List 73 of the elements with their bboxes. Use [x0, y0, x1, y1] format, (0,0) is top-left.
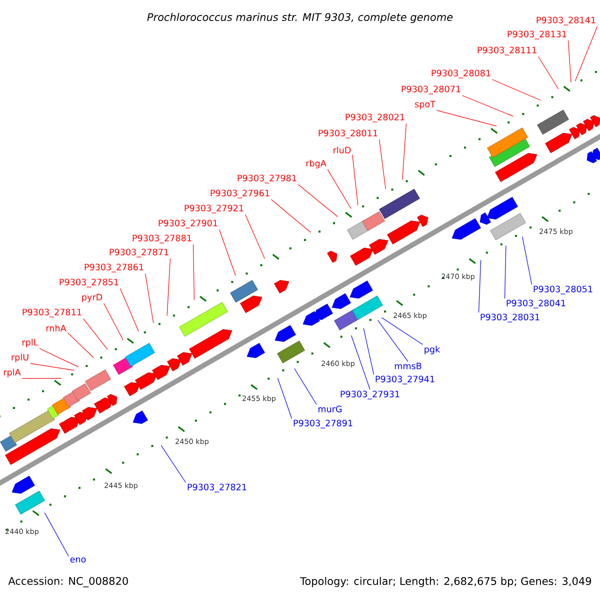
gene-label: P9303_27941: [376, 376, 434, 384]
gene-label: rplA: [4, 368, 21, 378]
gene-label: P9303_27811: [22, 308, 82, 318]
gene-label: P9303_27851: [60, 278, 118, 288]
gene-label: rbgA: [306, 160, 326, 168]
leader-line: [270, 199, 311, 233]
leader-line: [327, 169, 352, 210]
leader-line: [82, 318, 108, 350]
gene-label: P9303_27981: [238, 174, 296, 184]
leader-line: [436, 110, 497, 126]
leader-line: [568, 40, 572, 83]
gene-label: rplL: [22, 338, 38, 348]
leader-line: [277, 378, 292, 419]
gene-label: rnhA: [46, 324, 66, 332]
leader-line: [402, 123, 407, 180]
leader-line: [492, 79, 541, 101]
leader-line: [478, 260, 482, 313]
gene-label: P9303_28031: [480, 314, 540, 322]
gene-label: P9303_27891: [294, 420, 352, 428]
gene-label: P9303_28041: [506, 300, 566, 308]
gene-label: P9303_28051: [534, 286, 592, 294]
leader-line: [144, 273, 154, 324]
leader-line: [44, 512, 69, 557]
leader-line: [363, 328, 374, 375]
leader-line: [522, 236, 532, 285]
gene-label: murG: [318, 406, 342, 412]
leader-line: [538, 56, 559, 90]
leader-line: [192, 244, 195, 300]
gene-label: pgk: [424, 346, 440, 354]
gene-label: rplU: [12, 354, 28, 362]
leader-line: [104, 303, 124, 341]
leader-line: [120, 288, 139, 332]
leader-line: [30, 363, 74, 371]
leader-line: [294, 368, 317, 405]
gene-label: P9303_27901: [158, 220, 218, 228]
gene-label: pyrD: [82, 294, 102, 302]
leader-line: [504, 245, 506, 299]
gene-label: spoT: [415, 100, 436, 110]
leader-line: [244, 214, 266, 259]
leader-line: [218, 229, 236, 276]
leader-line: [22, 378, 62, 379]
genome-info-text: Topology: circular; Length: 2,682,675 bp; Genes: 3,049: [300, 576, 592, 588]
gene-label: P9303_28141: [536, 16, 596, 26]
leader-line: [378, 139, 386, 190]
leader-line: [67, 332, 94, 358]
title: Prochlorococcus marinus str. MIT 9303, complete genome: [147, 12, 453, 24]
gene-label: P9303_28131: [508, 30, 566, 40]
gene-label: P9303_27821: [188, 484, 246, 492]
leader-line: [462, 95, 514, 116]
gene-label: P9303_28011: [318, 130, 378, 138]
accession-text: Accession: NC_008820: [8, 576, 128, 588]
gene-label: P9303_28021: [346, 114, 404, 122]
leader-line: [574, 26, 598, 82]
leader-line: [352, 154, 358, 206]
leader-line: [298, 184, 338, 218]
gene-label: P9303_27881: [132, 234, 192, 244]
leader-line: [166, 258, 171, 316]
leader-line: [160, 445, 186, 483]
gene-label: mmsB: [394, 362, 422, 370]
leader-line: [39, 348, 79, 368]
gene-label: P9303_27961: [210, 190, 270, 198]
gene-label: P9303_28071: [402, 86, 460, 94]
gene-label: P9303_28111: [478, 46, 536, 56]
leader-line: [351, 335, 370, 390]
gene-label: P9303_28081: [432, 70, 490, 78]
gene-label: P9303_27871: [110, 248, 168, 258]
gene-label: eno: [70, 557, 86, 563]
leader-line: [378, 320, 408, 362]
gene-label: P9303_27921: [184, 204, 244, 214]
leader-line: [381, 317, 423, 345]
gene-label: P9303_27931: [340, 390, 400, 400]
gene-label: rluD: [334, 146, 351, 154]
gene-label: P9303_27861: [84, 264, 144, 272]
